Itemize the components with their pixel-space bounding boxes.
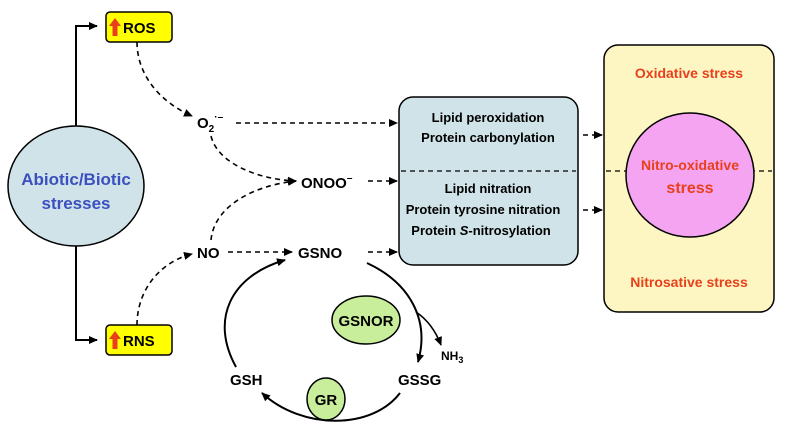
nitrosative-stress-label: Nitrosative stress bbox=[630, 274, 748, 290]
effects-box bbox=[398, 96, 579, 266]
no-label: NO bbox=[197, 245, 220, 262]
peroxynitrite-sup: – bbox=[347, 173, 353, 184]
peroxynitrite-label: ONOO– bbox=[301, 173, 353, 192]
stresses-label-line2: stresses bbox=[41, 194, 110, 213]
ros-up-arrow-icon bbox=[109, 18, 121, 36]
nitro-oxidative-label: Nitro-oxidative bbox=[641, 157, 739, 173]
effect-protein-carbonylation: Protein carbonylation bbox=[421, 130, 555, 145]
gr-label: GR bbox=[315, 392, 338, 409]
effect-lipid-peroxidation: Lipid peroxidation bbox=[432, 110, 545, 125]
no-to-peroxynitrite-arrow bbox=[210, 177, 297, 241]
gsh-label: GSH bbox=[230, 372, 263, 389]
gsnor-label: GSNOR bbox=[338, 313, 393, 330]
ammonia-label: NH3 bbox=[441, 349, 463, 365]
superoxide-base: O bbox=[197, 115, 209, 132]
rns-label: RNS bbox=[123, 333, 155, 350]
superoxide-sup: ·– bbox=[214, 112, 223, 123]
effect-lipid-nitration: Lipid nitration bbox=[445, 181, 532, 196]
gsh-to-gsno-arc bbox=[223, 258, 286, 368]
gsnor-ellipse bbox=[331, 295, 401, 345]
effect-s-nitrosylation-prefix: Protein bbox=[411, 223, 459, 238]
nitro-oxidative-ellipse bbox=[625, 112, 755, 238]
rns-to-no-arrow bbox=[136, 252, 193, 326]
superoxide-label: O2·– bbox=[197, 112, 224, 135]
oxidative-stress-label: Oxidative stress bbox=[635, 65, 743, 81]
ros-label: ROS bbox=[123, 20, 156, 37]
gsnor-to-ammonia-arrow bbox=[415, 311, 442, 346]
gssg-label: GSSG bbox=[398, 372, 441, 389]
peroxynitrite-base: ONOO bbox=[301, 175, 347, 192]
gr-ellipse bbox=[306, 377, 346, 421]
ammonia-base: NH bbox=[441, 349, 458, 363]
superoxide-sub: 2 bbox=[209, 124, 215, 135]
stresses-label-line1: Abiotic/Biotic bbox=[21, 170, 131, 189]
effect-s-nitrosylation-suffix: -nitrosylation bbox=[468, 223, 550, 238]
gssg-to-gsh-arc bbox=[261, 392, 401, 422]
rns-up-arrow-icon bbox=[109, 331, 121, 349]
effect-s-nitrosylation-italic: S bbox=[460, 223, 469, 238]
ammonia-sub: 3 bbox=[458, 355, 463, 365]
gsno-label: GSNO bbox=[298, 245, 343, 262]
ros-to-superoxide-arrow bbox=[136, 41, 193, 117]
ros-box bbox=[105, 11, 173, 43]
gsno-to-gssg-arc bbox=[366, 262, 425, 363]
rns-box bbox=[105, 324, 173, 356]
stresses-to-ros-connector bbox=[75, 22, 98, 126]
nitro-oxidative-stress-label: stress bbox=[666, 180, 713, 197]
effect-protein-s-nitrosylation: Protein S-nitrosylation bbox=[411, 223, 550, 238]
superoxide-to-peroxynitrite-arrow bbox=[210, 135, 297, 185]
stresses-to-rns-connector bbox=[75, 246, 98, 344]
effect-protein-tyrosine-nitration: Protein tyrosine nitration bbox=[406, 202, 561, 217]
